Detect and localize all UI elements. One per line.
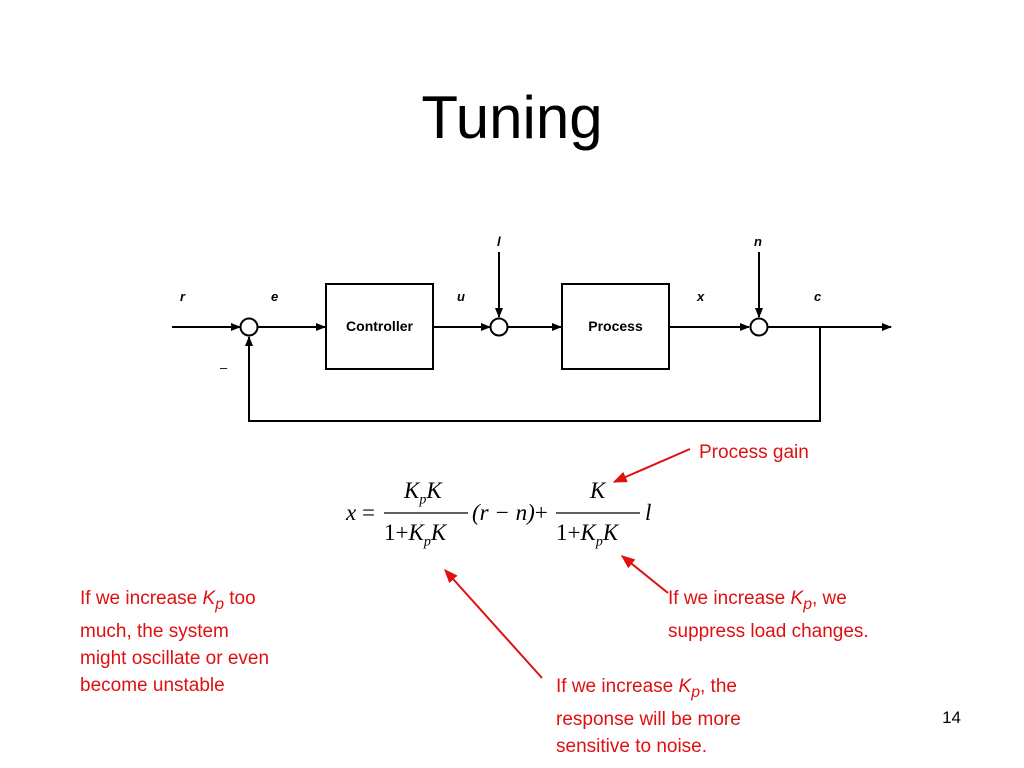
eq-k: K [404,478,420,503]
eq-k: K [408,520,424,545]
annotation-right-line1: If we increase Kp, we [668,585,928,618]
annotation-text: If we increase [668,588,791,609]
eq-plus: + [395,520,409,545]
annotation-text: If we increase [80,588,203,609]
eq-sub-p: p [419,492,427,508]
equation-frac1-numerator: KpK [404,478,442,509]
signal-label-l: l [497,234,501,249]
equation-tail: l [645,500,651,526]
annotation-left-line4: become unstable [80,674,225,696]
eq-one: 1 [384,520,396,545]
annotation-text: , the [700,676,737,697]
equation-paren-term: (r − n)+ [472,500,548,526]
signal-label-e: e [271,289,279,304]
annotation-left: If we increase Kp too much, the system m… [80,585,330,699]
eq-sub-p: p [423,534,431,550]
annotation-sub: p [215,595,224,613]
feedback-minus-sign: – [220,360,228,375]
arrow-right-note [620,555,669,594]
eq-l: l [645,500,652,525]
annotation-sub: p [803,595,812,613]
annotation-text: If we increase [556,676,679,697]
slide-title: Tuning [421,84,603,151]
annotation-left-line1: If we increase Kp too [80,585,330,618]
annotation-right: If we increase Kp, we suppress load chan… [668,585,928,645]
summing-junction-3 [749,317,769,337]
annotation-bottom-line3: sensitive to noise. [556,735,708,757]
annotation-process-gain: Process gain [699,442,809,463]
equation-frac2-denominator: 1+KpK [556,520,618,551]
annotation-text: , we [812,588,847,609]
summing-junction-2 [489,317,509,337]
eq-k2: K [426,478,442,503]
signal-label-x: x [697,289,705,304]
signal-label-r: r [180,289,186,304]
eq-plus: + [534,500,548,525]
controller-label: Controller [346,318,413,334]
eq-k2: K [430,520,447,545]
eq-paren-expr: (r − n) [472,500,535,525]
arrow-left-note [444,568,543,679]
equation-frac1-denominator: 1+KpK [384,520,446,551]
controller-block [325,283,434,370]
eq-sub-p: p [595,534,603,550]
page-number: 14 [942,708,961,727]
eq-plus: + [567,520,581,545]
eq-k: K [580,520,596,545]
eq-k2: K [602,520,619,545]
annotation-left-line3: might oscillate or even [80,647,270,669]
equation-lhs: x = [346,500,375,526]
annotation-k: K [202,588,216,609]
eq-one: 1 [556,520,568,545]
eq-lhs-var: x [346,500,357,525]
annotation-k: K [790,588,804,609]
process-label: Process [588,318,643,334]
annotation-right-line2: suppress load changes. [668,620,869,642]
annotation-bottom-line1: If we increase Kp, the [556,673,806,706]
signal-label-n: n [754,234,762,249]
signal-label-u: u [457,289,465,304]
annotation-bottom-line2: response will be more [556,708,741,730]
annotation-bottom: If we increase Kp, the response will be … [556,673,806,760]
equation-frac2-numerator: K [590,478,605,504]
eq-equals: = [361,500,375,525]
feedback-path [245,327,821,422]
signal-label-c: c [814,289,822,304]
arrow-process-gain [612,448,691,483]
annotation-text: too [224,588,256,609]
annotation-sub: p [691,683,700,701]
eq-k: K [590,478,606,503]
annotation-left-line2: much, the system [80,620,229,642]
annotation-k: K [678,676,692,697]
summing-junction-1 [239,317,259,337]
